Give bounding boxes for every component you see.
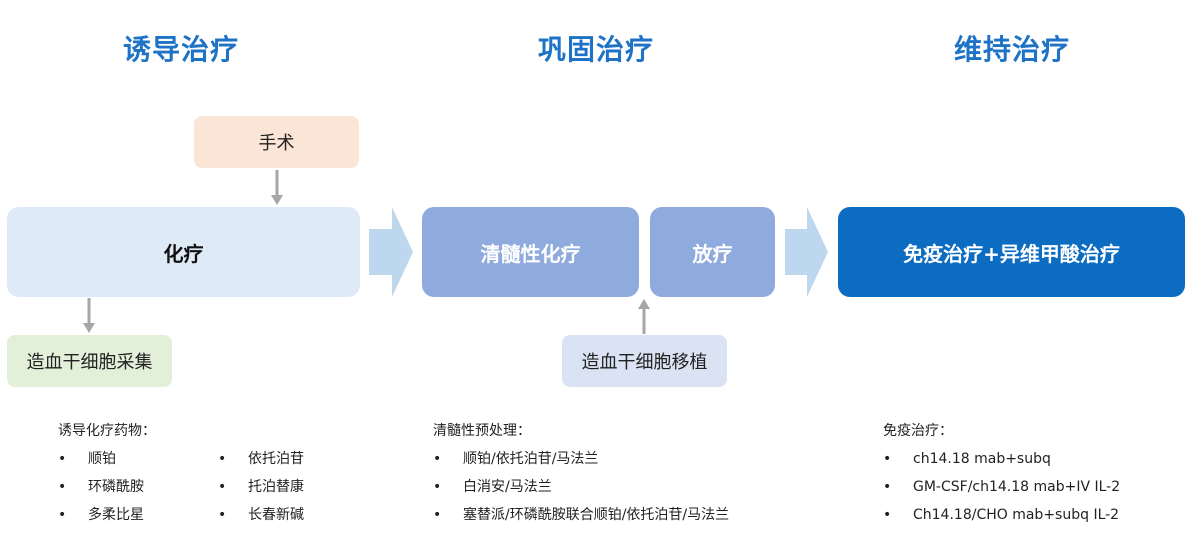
surgery-to-chemo-arrow: [271, 170, 283, 205]
stem-cell-transplant-box: 造血干细胞移植: [562, 335, 727, 387]
flow-arrow-induction-to-consolidation: [369, 207, 413, 297]
stem-cell-transplant-label: 造血干细胞移植: [581, 352, 708, 373]
list-item: 多柔比星: [58, 501, 144, 529]
maintenance-notes-title: 免疫治疗：: [883, 423, 953, 439]
phase-title-induction: 诱导治疗: [122, 33, 239, 66]
list-item: 塞替派/环磷酰胺联合顺铂/依托泊苷/马法兰: [433, 501, 729, 529]
list-item: 顺铂/依托泊苷/马法兰: [433, 445, 729, 473]
surgery-box: 手术: [194, 116, 359, 168]
transplant-up-arrow: [638, 299, 650, 334]
consolidation-notes-title: 清髓性预处理：: [433, 423, 531, 439]
list-item: Ch14.18/CHO mab+subq IL-2: [883, 501, 1120, 529]
induction-drug-list-2: 依托泊苷 托泊替康 长春新碱: [218, 445, 304, 529]
phase-title-maintenance: 维持治疗: [953, 33, 1070, 66]
chemo-to-collection-arrow: [83, 298, 95, 333]
myeloablative-chemo-label: 清髓性化疗: [480, 241, 581, 266]
induction-drug-list-1: 顺铂 环磷酰胺 多柔比星: [58, 445, 144, 529]
immunotherapy-box: 免疫治疗+异维甲酸治疗: [838, 207, 1185, 297]
stem-cell-collection-box: 造血干细胞采集: [7, 335, 172, 387]
list-item: 托泊替康: [218, 473, 304, 501]
list-item: GM-CSF/ch14.18 mab+IV IL-2: [883, 473, 1120, 501]
induction-notes-title: 诱导化疗药物：: [58, 423, 156, 439]
myeloablative-chemo-box: 清髓性化疗: [422, 207, 639, 297]
flow-arrow-consolidation-to-maintenance: [785, 207, 828, 297]
radiotherapy-label: 放疗: [692, 241, 733, 266]
list-item: 环磷酰胺: [58, 473, 144, 501]
list-item: ch14.18 mab+subq: [883, 445, 1120, 473]
immunotherapy-label: 免疫治疗+异维甲酸治疗: [903, 241, 1120, 266]
stem-cell-collection-label: 造血干细胞采集: [26, 352, 153, 373]
maintenance-regimen-list: ch14.18 mab+subq GM-CSF/ch14.18 mab+IV I…: [883, 445, 1120, 529]
chemo-label: 化疗: [163, 241, 204, 266]
surgery-label: 手术: [258, 133, 295, 154]
list-item: 顺铂: [58, 445, 144, 473]
list-item: 长春新碱: [218, 501, 304, 529]
phase-title-consolidation: 巩固治疗: [537, 33, 654, 66]
consolidation-regimen-list: 顺铂/依托泊苷/马法兰 白消安/马法兰 塞替派/环磷酰胺联合顺铂/依托泊苷/马法…: [433, 445, 729, 529]
chemo-box: 化疗: [7, 207, 360, 297]
radiotherapy-box: 放疗: [650, 207, 775, 297]
list-item: 依托泊苷: [218, 445, 304, 473]
list-item: 白消安/马法兰: [433, 473, 729, 501]
